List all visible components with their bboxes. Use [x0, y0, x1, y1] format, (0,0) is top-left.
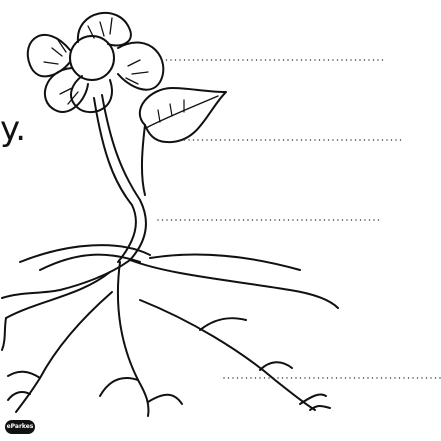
- root-upper-left-2: [40, 255, 140, 270]
- leaf-stalk: [142, 125, 145, 195]
- leaf-blade: [140, 88, 226, 142]
- root-right: [130, 260, 338, 308]
- root-twig-3: [300, 394, 330, 410]
- flower-petal-right: [118, 42, 163, 89]
- root-twig-2: [200, 318, 292, 370]
- stem: [102, 95, 146, 260]
- root-twig-1: [100, 378, 182, 404]
- flower: [28, 13, 164, 112]
- root-right-upper: [150, 254, 300, 270]
- root-lower-right: [140, 300, 315, 410]
- leaf: [140, 88, 226, 142]
- publisher-logo: eParkes: [5, 420, 35, 434]
- text-fragment: y.: [0, 112, 26, 146]
- flower-petal-bottom: [71, 76, 112, 112]
- stem-outline: [94, 98, 136, 262]
- publisher-logo-text: eParkes: [7, 420, 34, 434]
- root-down: [118, 262, 149, 416]
- flower-center: [70, 36, 114, 80]
- roots: [2, 245, 338, 416]
- leaf-midrib: [146, 96, 218, 128]
- root-twig-5: [2, 318, 6, 350]
